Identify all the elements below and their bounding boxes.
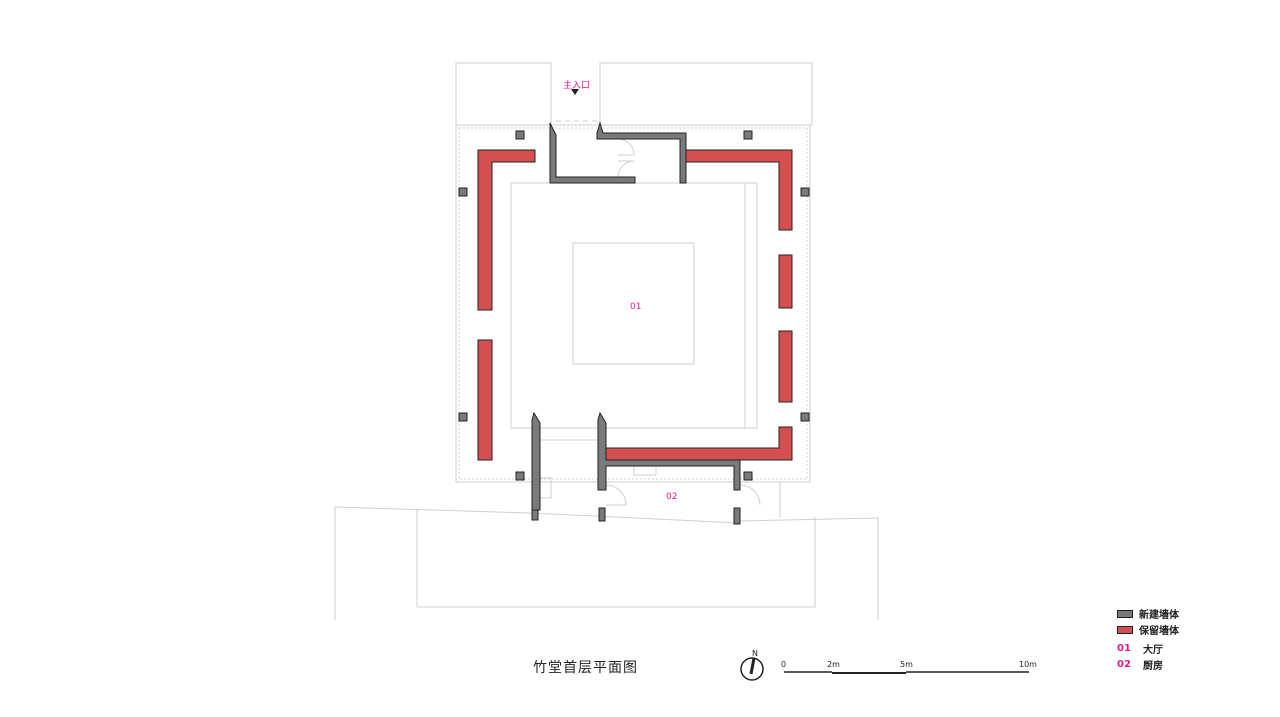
legend: 新建墙体 保留墙体 01 大厅 02 厨房 (1117, 606, 1179, 673)
column (800, 412, 810, 422)
room-label-kitchen: 02 (666, 492, 678, 502)
room-name: 厨房 (1143, 661, 1163, 672)
column (458, 412, 468, 422)
legend-label: 保留墙体 (1139, 626, 1179, 637)
scale-bar (784, 671, 1029, 674)
scale-tick: 2m (827, 660, 840, 669)
scale-tick: 0 (781, 660, 787, 669)
room-number: 01 (1117, 643, 1131, 654)
column (743, 130, 753, 140)
entrance-arrow-icon (571, 89, 579, 95)
legend-new-wall: 新建墙体 (1117, 606, 1179, 621)
column (515, 471, 525, 481)
scale-tick: 10m (1019, 660, 1037, 669)
new-walls (458, 121, 810, 525)
legend-room-02: 02 厨房 (1117, 657, 1179, 672)
entrance-label: 主入口 (563, 81, 591, 91)
kept-wall-swatch (1117, 625, 1133, 634)
legend-label: 新建墙体 (1139, 610, 1179, 621)
legend-room-01: 01 大厅 (1117, 641, 1179, 656)
north-arrow-icon (740, 657, 764, 681)
scale-tick: 5m (900, 660, 913, 669)
north-label: N (752, 649, 758, 658)
courtyard (572, 242, 695, 365)
room-name: 大厅 (1143, 645, 1163, 656)
drawing-title: 竹堂首层平面图 (533, 660, 638, 676)
site-lines (334, 62, 879, 620)
column (515, 130, 525, 140)
legend-kept-wall: 保留墙体 (1117, 622, 1179, 637)
column (743, 471, 753, 481)
room-label-hall: 01 (630, 302, 642, 312)
room-number: 02 (1117, 659, 1131, 670)
column (800, 187, 810, 197)
column (458, 187, 468, 197)
new-wall-swatch (1117, 609, 1133, 618)
kept-walls (477, 149, 793, 461)
